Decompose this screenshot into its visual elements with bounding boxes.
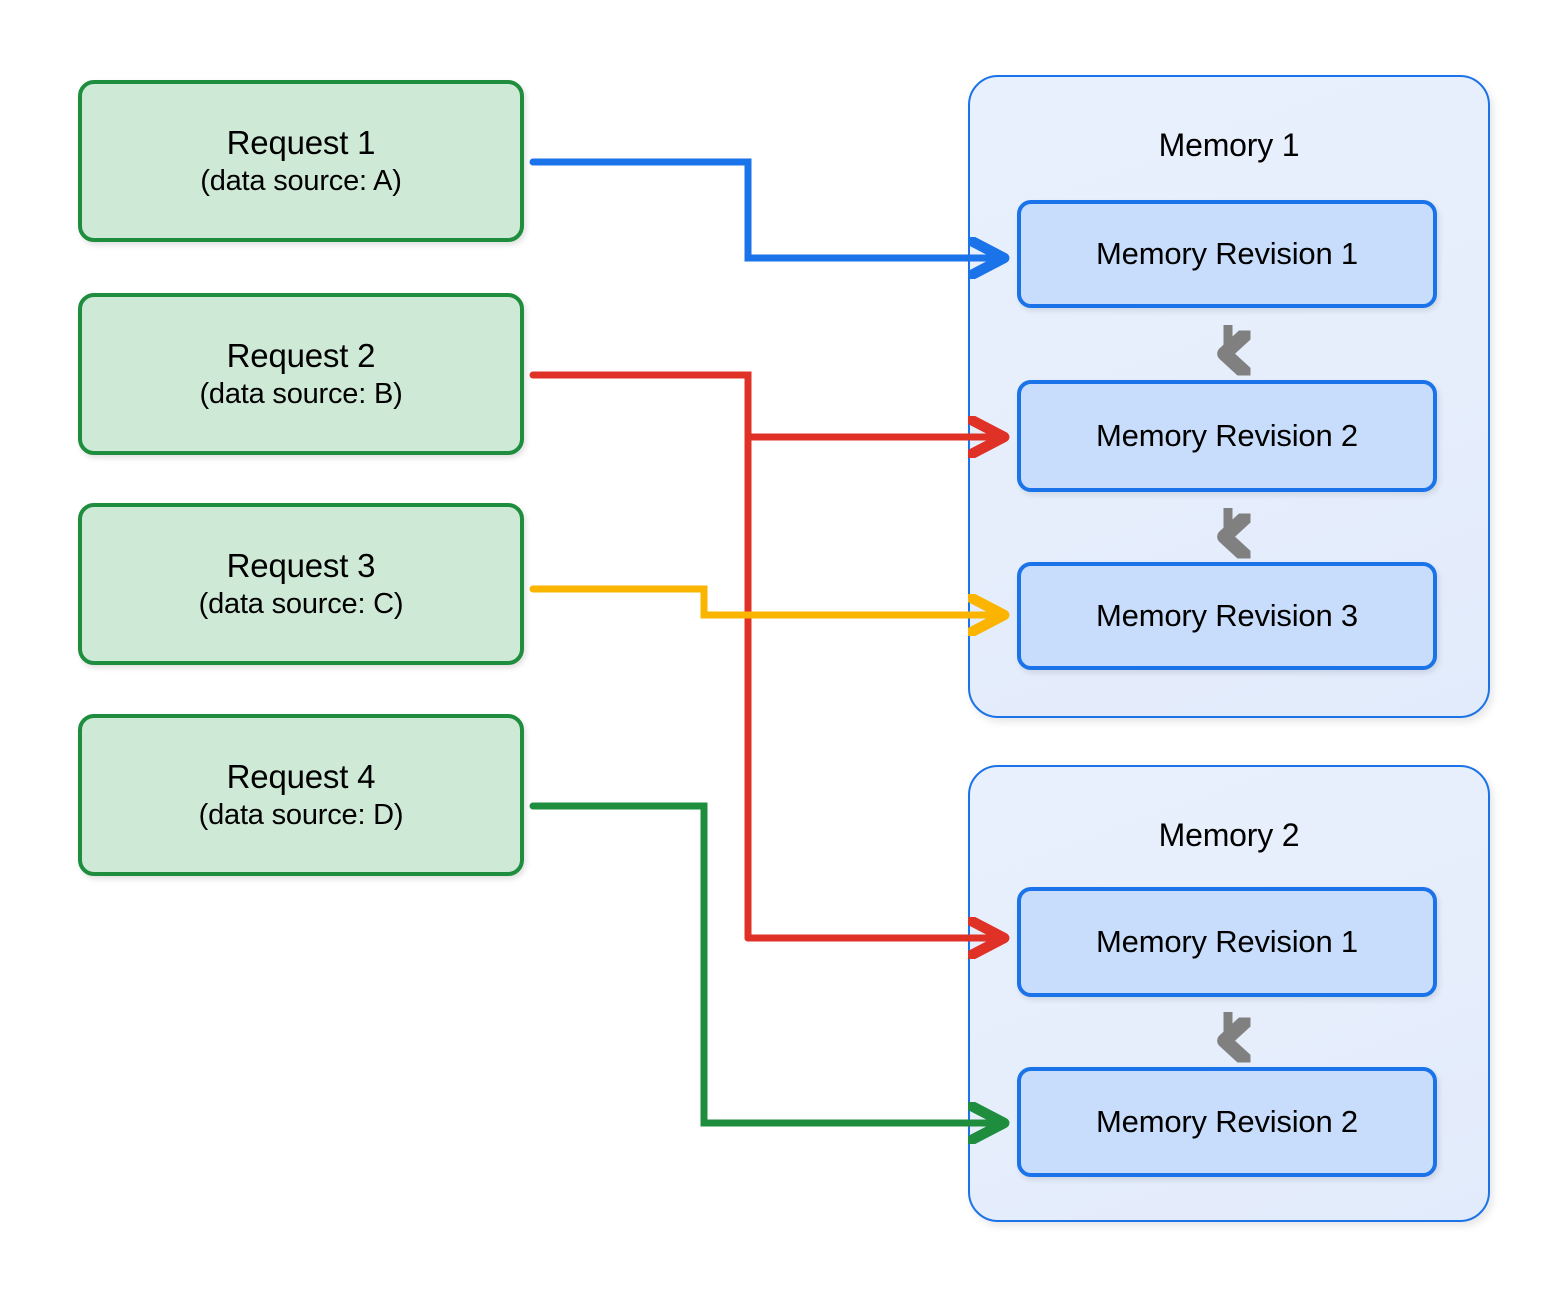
request-title: Request 1 [226, 123, 376, 161]
revision-label: Memory Revision 3 [1096, 598, 1358, 633]
revision-label: Memory Revision 1 [1096, 924, 1358, 959]
memory-1-revision-1[interactable]: Memory Revision 1 [1017, 200, 1437, 308]
connector-request1-to-memory1-revision1 [529, 158, 1000, 258]
request-box-4[interactable]: Request 4 (data source: D) [78, 714, 524, 876]
memory-2-revision-2[interactable]: Memory Revision 2 [1017, 1067, 1437, 1177]
revision-label: Memory Revision 2 [1096, 418, 1358, 453]
connector-request2-trunk [529, 371, 752, 942]
request-box-1[interactable]: Request 1 (data source: A) [78, 80, 524, 242]
request-title: Request 3 [226, 546, 376, 584]
memory-1-revision-3[interactable]: Memory Revision 3 [1017, 562, 1437, 670]
request-data-source: (data source: B) [199, 378, 403, 410]
memory-2-revision-1[interactable]: Memory Revision 1 [1017, 887, 1437, 997]
request-title: Request 4 [226, 757, 376, 795]
revision-label: Memory Revision 2 [1096, 1104, 1358, 1139]
memory-1-revision-2[interactable]: Memory Revision 2 [1017, 380, 1437, 492]
request-box-2[interactable]: Request 2 (data source: B) [78, 293, 524, 455]
request-box-3[interactable]: Request 3 (data source: C) [78, 503, 524, 665]
memory-container-2[interactable]: Memory 2 Memory Revision 1 Memory Revisi… [968, 765, 1490, 1222]
request-data-source: (data source: C) [198, 588, 404, 620]
memory-title: Memory 1 [1158, 127, 1300, 163]
request-title: Request 2 [226, 336, 376, 374]
memory-container-1[interactable]: Memory 1 Memory Revision 1 Memory Revisi… [968, 75, 1490, 718]
connector-request3-to-memory1-revision3 [529, 585, 1000, 615]
memory-title: Memory 2 [1158, 817, 1300, 853]
connector-request4-to-memory2-revision2 [529, 802, 1000, 1123]
revision-label: Memory Revision 1 [1096, 236, 1358, 271]
request-data-source: (data source: A) [200, 165, 402, 197]
request-data-source: (data source: D) [198, 799, 404, 831]
